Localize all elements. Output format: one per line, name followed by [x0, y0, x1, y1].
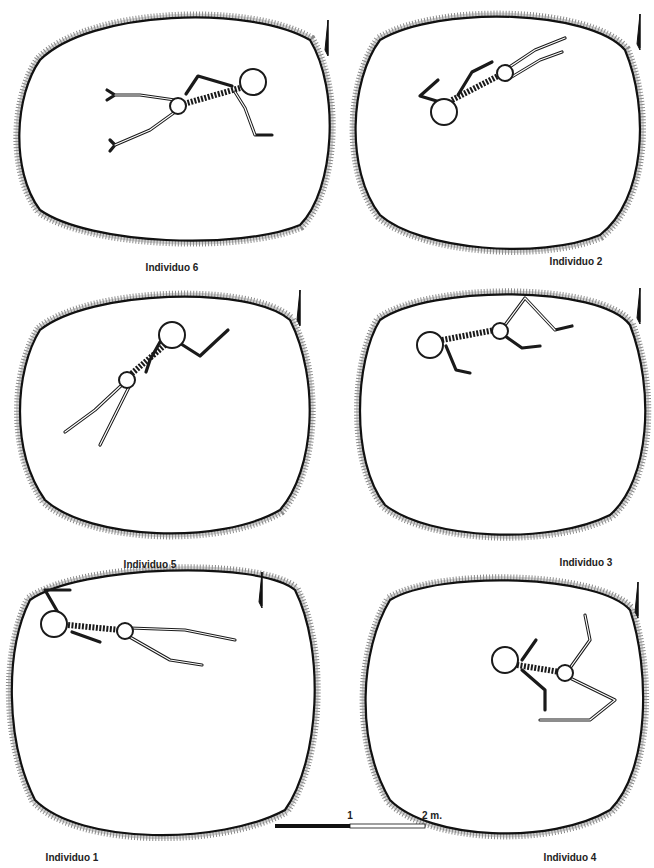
burial-label: Individuo 4	[544, 852, 597, 864]
burial-label: Individuo 2	[550, 256, 603, 268]
burial-pits	[12, 17, 645, 836]
north-arrow	[637, 14, 640, 50]
burial-label: Individuo 3	[560, 557, 613, 569]
scale-segment	[350, 824, 425, 828]
skeleton	[65, 322, 228, 445]
scale-bar	[275, 824, 425, 828]
pit-outline	[360, 294, 645, 534]
skeleton	[492, 615, 615, 720]
burial-label: Individuo 6	[146, 262, 199, 274]
north-arrow	[297, 290, 300, 326]
scale-value: 1	[347, 810, 353, 822]
scale-value: 2 m.	[422, 810, 442, 822]
scale-segment	[275, 824, 350, 828]
pit-outline	[20, 297, 310, 534]
north-arrow	[325, 20, 328, 56]
north-arrow	[259, 572, 262, 608]
burial-label: Individuo 5	[124, 559, 177, 571]
pit-outline	[12, 570, 315, 835]
skeleton	[107, 69, 272, 151]
skeletons	[41, 38, 615, 720]
pit-outline	[19, 17, 329, 240]
north-arrow	[637, 288, 640, 324]
pit-outline	[366, 580, 644, 833]
north-arrow	[635, 582, 638, 618]
skeleton	[417, 298, 572, 373]
skeleton	[420, 38, 565, 125]
burial-label: Individuo 1	[46, 852, 99, 864]
skeleton	[41, 590, 235, 665]
pit-outline	[356, 17, 640, 249]
north-arrows	[259, 14, 640, 618]
